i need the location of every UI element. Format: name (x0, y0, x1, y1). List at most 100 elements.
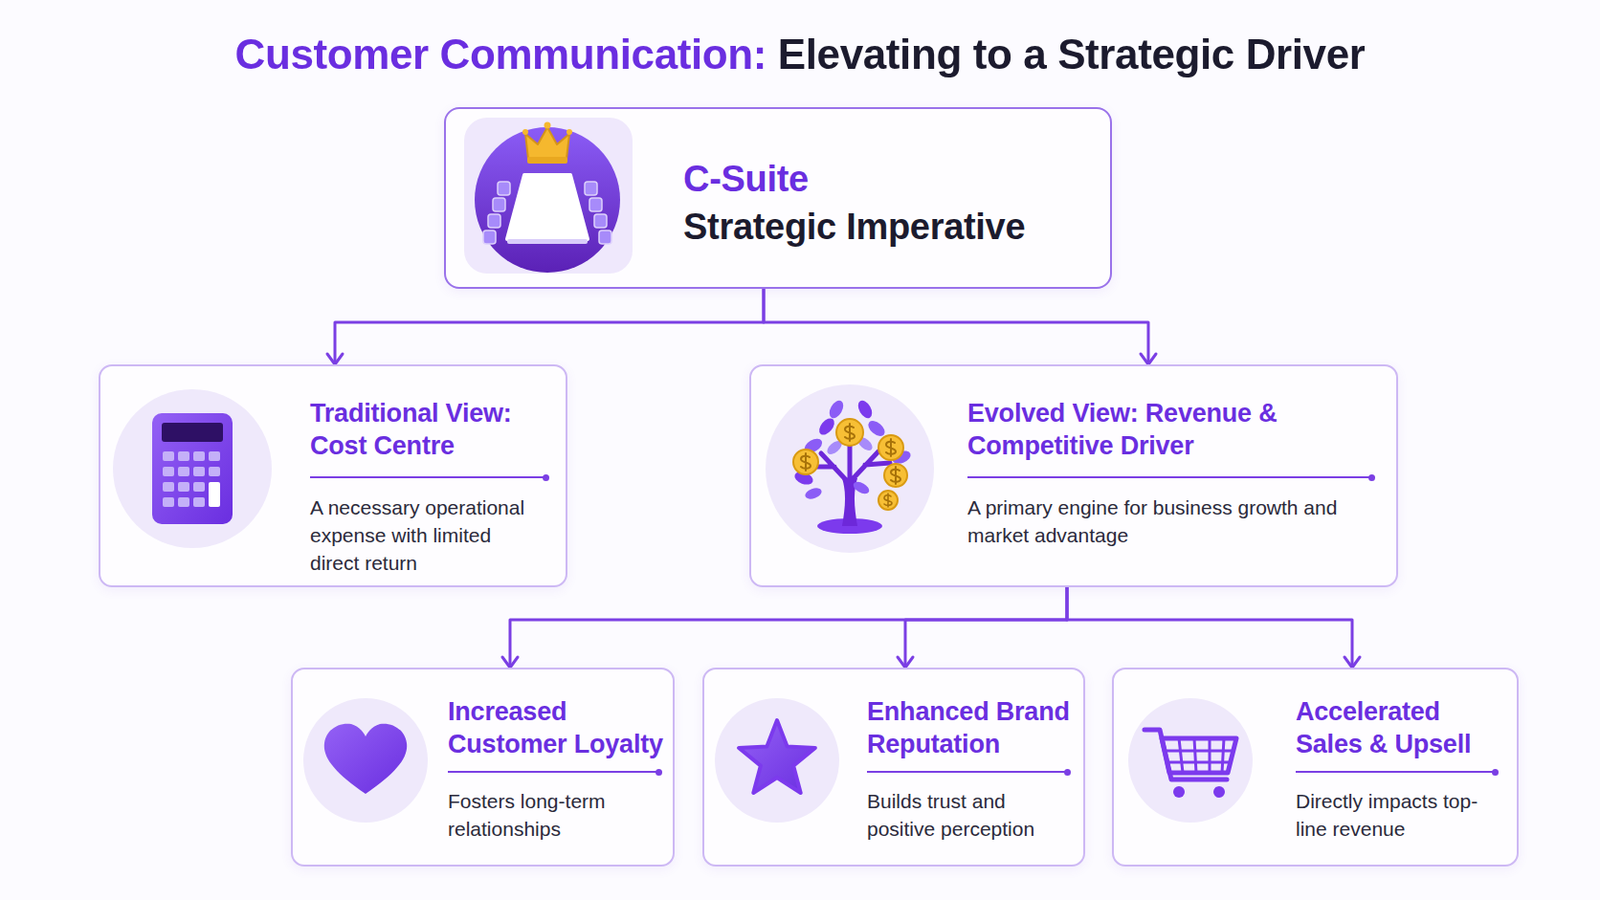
calculator-icon-part (193, 451, 205, 462)
connector (1066, 587, 1353, 668)
view-box: Evolved View: Revenue & Competitive Driv… (749, 364, 1399, 588)
divider-line (310, 476, 546, 479)
node-heading: Increased Customer Loyalty (447, 695, 688, 761)
star-icon-part (738, 720, 816, 794)
node-subheading: Strategic Imperative (683, 204, 1086, 249)
boardroom-icon (464, 117, 633, 274)
divider-dot (1368, 474, 1376, 482)
node-heading: Traditional View: Cost Centre (310, 397, 561, 463)
money-tree-icon-part (855, 434, 875, 453)
boardroom-icon-part (488, 214, 501, 228)
money-tree-icon-part-part (890, 466, 901, 485)
node-heading: Accelerated Sales & Upsell (1295, 695, 1512, 761)
divider-line (1295, 771, 1495, 774)
calculator-icon-part (208, 451, 221, 462)
money-tree-icon (765, 384, 934, 554)
money-tree-icon-part-part (884, 464, 908, 488)
boardroom-icon-part (474, 127, 621, 273)
boardroom-icon-part (497, 181, 511, 196)
cart-icon-part (1164, 738, 1234, 774)
money-tree-icon-part (878, 436, 901, 455)
view-box: Traditional View: Cost CentreA necessary… (98, 364, 568, 588)
boardroom-icon-part (584, 181, 598, 196)
boardroom-icon-part (522, 129, 529, 135)
money-tree-icon-part-part (836, 419, 864, 446)
money-tree-icon-part (824, 438, 845, 457)
benefit-box: Enhanced Brand ReputationBuilds trust an… (702, 667, 1086, 867)
cart-icon-part (1128, 698, 1253, 823)
star-icon (714, 698, 840, 823)
arrowhead (327, 354, 343, 365)
boardroom-icon-part (599, 230, 612, 245)
cart-icon-part (1161, 738, 1237, 774)
boardroom-icon-part (492, 198, 506, 212)
calculator-icon-part (177, 451, 190, 462)
calculator-icon-part (152, 413, 233, 525)
node-heading: Evolved View: Revenue & Competitive Driv… (967, 397, 1370, 463)
connector (763, 288, 1149, 365)
money-tree-icon-part (816, 415, 838, 438)
benefit-box: Increased Customer LoyaltyFosters long-t… (290, 667, 675, 867)
boardroom-icon-part (525, 127, 570, 159)
connector (334, 288, 764, 365)
money-tree-icon-part (817, 518, 883, 534)
cart-icon-part (1173, 786, 1185, 799)
calculator-icon (112, 389, 272, 549)
title-text: Customer Communication: Elevating to a S… (235, 28, 1366, 81)
benefit-box: Accelerated Sales & UpsellDirectly impac… (1111, 667, 1519, 867)
money-tree-icon-part (851, 479, 872, 497)
money-tree-icon-part (793, 449, 819, 475)
node-heading: Enhanced Brand Reputation (866, 695, 1107, 761)
money-tree-icon-part (884, 464, 908, 488)
node-body: A primary engine for business growth and… (967, 493, 1346, 550)
money-tree-icon-part (842, 478, 858, 527)
money-tree-icon-part-part (878, 435, 904, 461)
calculator-icon-part (112, 389, 272, 549)
node-heading: C-Suite (683, 156, 1086, 201)
boardroom-icon-part (589, 198, 602, 212)
boardroom-icon-part (527, 156, 568, 164)
boardroom-icon-part (594, 214, 607, 228)
boardroom-icon-part (464, 117, 633, 274)
money-tree-icon-part-part (844, 423, 855, 442)
money-tree-icon-part (765, 384, 934, 554)
heart-icon-part (324, 724, 407, 795)
divider-line (866, 771, 1067, 774)
money-tree-icon-part (826, 398, 846, 421)
money-tree-icon-part-part (884, 493, 892, 508)
calculator-icon-part (161, 422, 223, 443)
cart-icon (1128, 698, 1253, 823)
boardroom-icon-part (544, 122, 552, 130)
calculator-icon-part (193, 497, 205, 508)
money-tree-icon-part (855, 398, 875, 421)
node-body: Directly impacts top-line revenue (1295, 787, 1502, 844)
calculator-icon-part (177, 497, 190, 508)
money-tree-icon-part (803, 486, 823, 502)
divider-line (447, 771, 659, 774)
diagram-title: Customer Communication: Elevating to a S… (0, 28, 1600, 81)
boardroom-icon-part (507, 175, 588, 240)
divider-dot (542, 474, 550, 482)
calculator-icon-part (162, 466, 175, 477)
money-tree-icon-part (836, 419, 864, 446)
divider-dot (1491, 769, 1499, 777)
money-tree-icon-part (811, 432, 890, 485)
calculator-icon-part (162, 451, 175, 462)
arrowhead (502, 657, 518, 668)
money-tree-icon-part-part (886, 439, 896, 457)
calculator-icon-part (162, 497, 175, 508)
heart-icon (303, 698, 428, 823)
calculator-icon-part (208, 466, 221, 477)
calculator-icon-part (208, 482, 221, 508)
cart-icon-part (1213, 786, 1225, 799)
boardroom-icon-part (566, 129, 573, 135)
calculator-icon-part (162, 482, 175, 492)
arrowhead (897, 657, 913, 668)
money-tree-icon-part (801, 436, 824, 456)
divider-line (967, 476, 1372, 479)
money-tree-icon-part (890, 448, 913, 467)
star-icon-part (714, 698, 840, 823)
calculator-icon-part (177, 466, 190, 477)
money-tree-icon-part (878, 490, 898, 511)
strategy-box: C-SuiteStrategic Imperative (444, 107, 1112, 289)
